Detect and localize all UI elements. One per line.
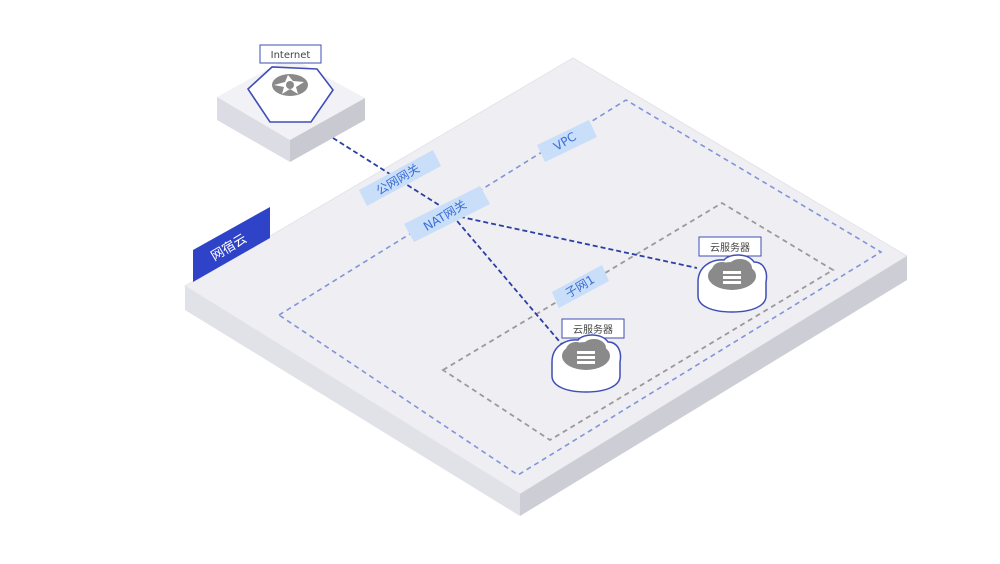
platform-right-face xyxy=(520,256,907,516)
cloud-server-icon xyxy=(562,339,610,370)
cloud-server-icon xyxy=(708,259,756,290)
globe-icon xyxy=(272,74,308,96)
internet-to-gateway-line xyxy=(332,137,451,213)
internet-block-right xyxy=(290,98,365,162)
internet-label: Internet xyxy=(271,50,311,61)
server-2-label: 云服务器 xyxy=(710,241,750,254)
vpc-boundary xyxy=(277,99,883,476)
cloud-platform xyxy=(184,57,908,516)
internet-node: Internet xyxy=(217,44,365,162)
cloud-server-1: 云服务器 xyxy=(551,318,625,393)
gateway-to-server-1-line xyxy=(451,214,566,349)
subnet-boundary xyxy=(441,201,835,442)
connections xyxy=(332,137,698,349)
internet-block-left xyxy=(217,97,290,162)
server-1-label: 云服务器 xyxy=(573,323,613,336)
platform-left-face xyxy=(185,286,520,516)
gateway-to-server-2-line xyxy=(451,214,698,269)
internet-label-box xyxy=(259,44,322,64)
cloud-server-2: 云服务器 xyxy=(697,236,768,313)
